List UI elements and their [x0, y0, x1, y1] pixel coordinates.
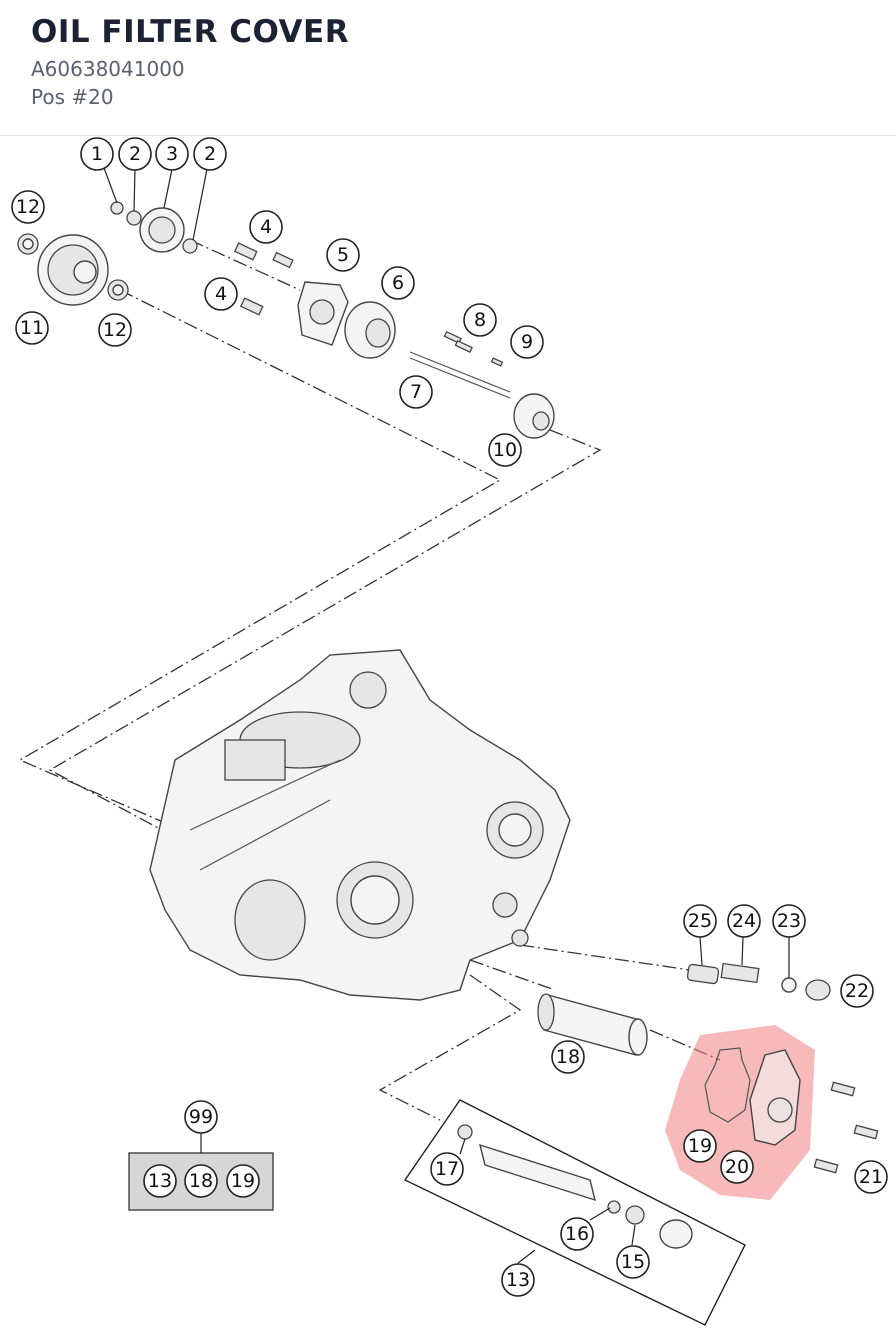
- svg-text:24: 24: [732, 910, 756, 932]
- svg-text:25: 25: [688, 910, 712, 932]
- kit-item-18[interactable]: 18: [184, 1164, 218, 1198]
- svg-text:12: 12: [103, 319, 127, 341]
- callout-17[interactable]: 17: [430, 1152, 464, 1186]
- callout-22[interactable]: 22: [840, 974, 874, 1008]
- svg-text:13: 13: [148, 1170, 172, 1192]
- callout-19[interactable]: 19: [683, 1129, 717, 1163]
- kit-99-group: 13 18 19: [128, 1132, 274, 1211]
- callout-11[interactable]: 11: [15, 311, 49, 345]
- svg-text:23: 23: [777, 910, 801, 932]
- svg-text:5: 5: [337, 244, 349, 266]
- svg-text:18: 18: [189, 1170, 213, 1192]
- callout-16[interactable]: 16: [560, 1217, 594, 1251]
- svg-text:17: 17: [435, 1158, 459, 1180]
- callout-9[interactable]: 9: [510, 325, 544, 359]
- callout-6[interactable]: 6: [381, 266, 415, 300]
- svg-text:2: 2: [204, 143, 216, 165]
- callout-10[interactable]: 10: [488, 433, 522, 467]
- oil-filter: [537, 993, 648, 1056]
- position-label: Pos #20: [31, 85, 114, 109]
- svg-text:99: 99: [189, 1106, 213, 1128]
- callout-7[interactable]: 7: [399, 375, 433, 409]
- oil-pump-parts: [297, 281, 555, 439]
- callout-8[interactable]: 8: [463, 303, 497, 337]
- callout-99[interactable]: 99: [184, 1100, 218, 1134]
- svg-text:16: 16: [565, 1223, 589, 1245]
- callout-leaders: [103, 167, 790, 1264]
- callout-18[interactable]: 18: [551, 1040, 585, 1074]
- callout-2b[interactable]: 2: [193, 137, 227, 171]
- bolts: [233, 242, 294, 316]
- svg-text:12: 12: [16, 196, 40, 218]
- callout-13[interactable]: 13: [501, 1263, 535, 1297]
- valve-parts: [686, 962, 831, 1001]
- callout-3[interactable]: 3: [155, 137, 189, 171]
- svg-text:10: 10: [493, 439, 517, 461]
- svg-text:9: 9: [521, 331, 533, 353]
- kit-item-13[interactable]: 13: [143, 1164, 177, 1198]
- callout-23[interactable]: 23: [772, 904, 806, 938]
- svg-text:4: 4: [260, 216, 272, 238]
- page-header: OIL FILTER COVER A60638041000 Pos #20: [0, 0, 896, 136]
- svg-text:21: 21: [859, 1166, 883, 1188]
- svg-text:15: 15: [621, 1251, 645, 1273]
- callout-4[interactable]: 4: [249, 210, 283, 244]
- svg-text:7: 7: [410, 381, 422, 403]
- svg-text:19: 19: [231, 1170, 255, 1192]
- svg-text:13: 13: [506, 1269, 530, 1291]
- svg-text:3: 3: [166, 143, 178, 165]
- callout-4b[interactable]: 4: [204, 277, 238, 311]
- svg-text:4: 4: [215, 283, 227, 305]
- svg-text:20: 20: [725, 1156, 749, 1178]
- callout-15[interactable]: 15: [616, 1245, 650, 1279]
- assembly-path-lines: [18, 239, 721, 1121]
- engine-crankcase: [149, 649, 571, 1001]
- oil-filter-kit-frame: [403, 1099, 746, 1326]
- svg-text:11: 11: [20, 317, 44, 339]
- svg-text:2: 2: [129, 143, 141, 165]
- callout-2[interactable]: 2: [118, 137, 152, 171]
- callout-25[interactable]: 25: [683, 904, 717, 938]
- gear-cluster: [17, 201, 198, 306]
- callout-21[interactable]: 21: [854, 1160, 888, 1194]
- callout-5[interactable]: 5: [326, 238, 360, 272]
- callout-24[interactable]: 24: [727, 904, 761, 938]
- part-number: A60638041000: [31, 57, 185, 81]
- callout-1[interactable]: 1: [80, 137, 114, 171]
- svg-text:18: 18: [556, 1046, 580, 1068]
- svg-text:8: 8: [474, 309, 486, 331]
- page-title: OIL FILTER COVER: [31, 14, 350, 50]
- svg-text:1: 1: [91, 143, 103, 165]
- callout-12[interactable]: 12: [11, 190, 45, 224]
- svg-text:6: 6: [392, 272, 404, 294]
- svg-text:22: 22: [845, 980, 869, 1002]
- kit-item-19[interactable]: 19: [226, 1164, 260, 1198]
- svg-text:19: 19: [688, 1135, 712, 1157]
- callout-12b[interactable]: 12: [98, 313, 132, 347]
- callout-20-selected[interactable]: 20: [720, 1150, 754, 1184]
- oil-filter-cover-parts: [704, 1047, 879, 1174]
